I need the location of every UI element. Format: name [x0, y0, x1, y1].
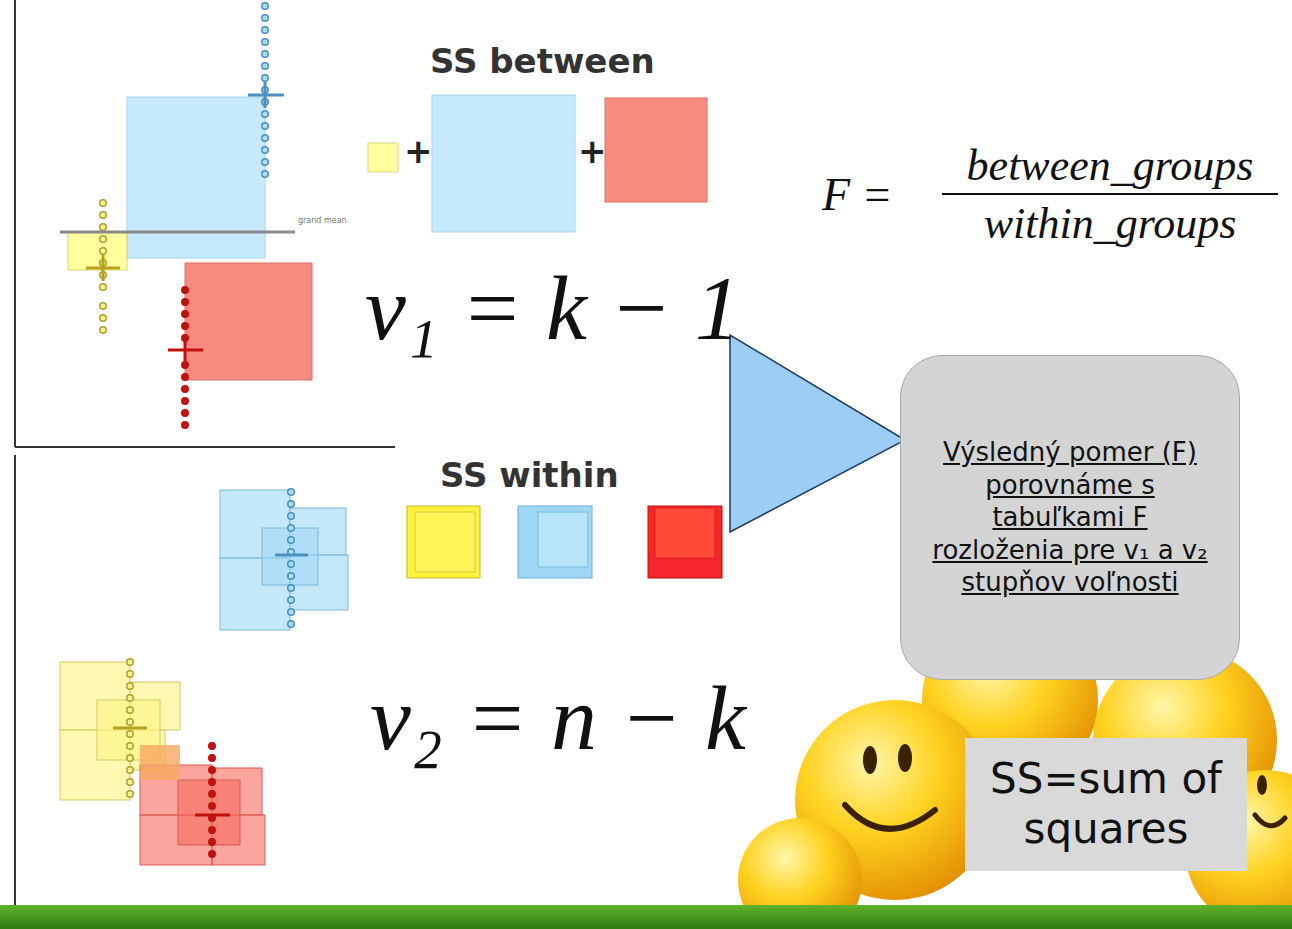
node-text: Výsledný pomer (F) porovnáme s tabuľkami… [923, 436, 1217, 599]
between-plot-part [185, 263, 312, 380]
between-plot-part [181, 290, 189, 340]
within-plot-part [126, 662, 134, 802]
formula-term: F = [822, 172, 893, 218]
within-plot-part [14, 455, 16, 905]
within-plot-part [287, 492, 295, 632]
between-squares-part [432, 95, 575, 232]
within-plot-part [275, 554, 308, 557]
between-plot [15, 0, 395, 447]
between-squares-part [605, 98, 707, 202]
between-plot-part [99, 306, 107, 342]
degrees-formula: ν₁ = k − 1 [365, 262, 741, 354]
between-plot-part [127, 97, 265, 258]
between-plot-part [60, 231, 295, 234]
smiley-balls-part [1255, 815, 1285, 826]
note-callout: Výsledný pomer (F) porovnáme s tabuľkami… [900, 355, 1240, 680]
within-plot [15, 455, 348, 905]
pointer-triangle [730, 335, 905, 532]
footer-bar [0, 905, 1292, 929]
within-plot-part [60, 662, 180, 800]
between-squares-part [368, 143, 398, 172]
within-squares-part [655, 508, 715, 558]
within-plot-part [128, 662, 133, 802]
smiley-balls-part [898, 744, 912, 772]
between-plot-part [264, 82, 267, 108]
smiley-balls-part [845, 805, 935, 829]
degrees-formula: ν₂ = n − k [370, 672, 746, 764]
between-plot-part [101, 203, 106, 290]
between-plot-part [102, 255, 105, 281]
within-plot-part [208, 746, 216, 866]
smiley-balls-part [863, 746, 877, 774]
between-plot-part [99, 203, 107, 290]
fraction-bar [942, 193, 1278, 195]
within-squares-part [648, 506, 722, 578]
plus-sign: + [578, 134, 607, 168]
axis-note: grand mean [298, 217, 347, 225]
between-plot-part [261, 150, 269, 175]
between-plot-part [181, 365, 189, 430]
within-plot-part [140, 745, 180, 780]
smiley-balls-part [1257, 775, 1267, 795]
between-plot-part [261, 6, 269, 140]
between-plot-part [68, 232, 127, 270]
section-heading: SS within [440, 458, 619, 492]
between-plot-part [101, 306, 106, 342]
between-plot-part [184, 337, 187, 363]
plus-sign: + [404, 134, 433, 168]
within-plot-part [289, 492, 294, 632]
between-plot-part [14, 0, 16, 447]
between-plot-part [15, 446, 395, 448]
within-squares-part [415, 512, 475, 572]
formula-numerator: between_groups [967, 144, 1254, 188]
formula-denominator: within_groups [984, 202, 1237, 246]
node-text: SS=sum of squares [979, 754, 1233, 855]
definition-box: SS=sum of squares [965, 738, 1247, 871]
within-squares [407, 506, 722, 578]
within-plot-part [195, 814, 230, 817]
within-squares-part [538, 512, 588, 567]
within-squares-part [518, 506, 592, 578]
between-squares [368, 95, 707, 232]
within-plot-part-part [178, 780, 240, 845]
within-plot-part [220, 490, 348, 630]
section-heading: SS between [430, 44, 655, 78]
within-squares-part [407, 506, 480, 578]
within-plot-part [113, 727, 147, 730]
between-plot-part [263, 150, 268, 175]
between-plot-part [263, 6, 268, 140]
